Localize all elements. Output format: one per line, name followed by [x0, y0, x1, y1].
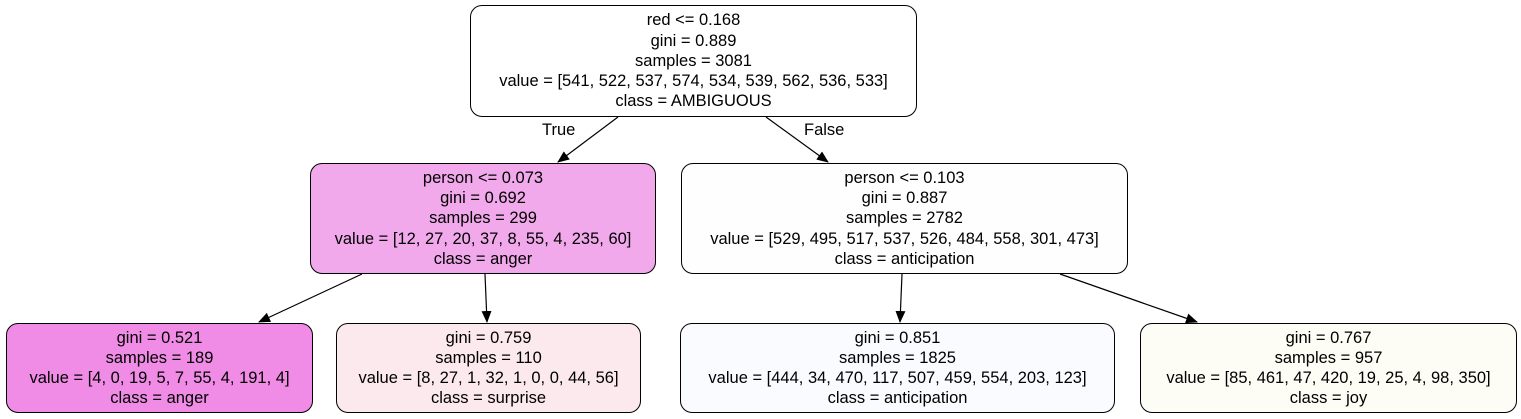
node-class: class = anticipation — [827, 389, 968, 408]
node-gini: gini = 0.767 — [1285, 328, 1372, 347]
node-samples: samples = 189 — [105, 348, 214, 367]
node-class: class = anger — [433, 249, 533, 268]
node-gini: gini = 0.692 — [440, 189, 526, 208]
node-value: value = [4, 0, 19, 5, 7, 55, 4, 191, 4] — [29, 369, 290, 387]
leaf-node-surprise: gini = 0.759 samples = 110 value = [8, 2… — [336, 323, 641, 413]
node-value: value = [541, 522, 537, 574, 534, 539, 5… — [499, 72, 888, 91]
edge-root-to-left — [557, 116, 619, 163]
node-class: class = joy — [1289, 389, 1368, 408]
edge-left-to-leaf-surprise — [481, 273, 492, 323]
edge-label-false: False — [804, 121, 845, 139]
node-samples: samples = 2782 — [846, 209, 963, 228]
leaf-node-anger: gini = 0.521 samples = 189 value = [4, 0… — [6, 323, 313, 413]
node-samples: samples = 299 — [429, 209, 537, 228]
node-split: red <= 0.168 — [646, 11, 741, 30]
edge-label-true: True — [542, 121, 576, 139]
node-class: class = surprise — [430, 389, 547, 408]
edge-right-to-leaf-anticipation — [895, 273, 906, 323]
edge-left-to-leaf-anger — [258, 273, 363, 323]
node-value: value = [85, 461, 47, 420, 19, 25, 4, 98… — [1166, 369, 1491, 387]
node-gini: gini = 0.851 — [854, 328, 941, 347]
node-samples: samples = 110 — [435, 348, 542, 367]
leaf-node-joy: gini = 0.767 samples = 957 value = [85, … — [1140, 323, 1517, 413]
node-class: class = anger — [110, 389, 209, 408]
node-split: person <= 0.073 — [422, 168, 544, 187]
node-samples: samples = 3081 — [635, 51, 752, 70]
node-value: value = [529, 495, 517, 537, 526, 484, 5… — [710, 229, 1099, 248]
edge-root-to-right — [765, 116, 829, 163]
node-gini: gini = 0.889 — [650, 31, 737, 50]
node-gini: gini = 0.759 — [445, 328, 532, 347]
leaf-node-anticipation: gini = 0.851 samples = 1825 value = [444… — [680, 323, 1115, 413]
node-value: value = [12, 27, 20, 37, 8, 55, 4, 235, … — [334, 229, 632, 248]
node-gini: gini = 0.887 — [861, 189, 948, 208]
node-gini: gini = 0.521 — [116, 328, 203, 347]
node-split: person <= 0.103 — [844, 168, 965, 187]
root-node: red <= 0.168 gini = 0.889 samples = 3081… — [470, 5, 917, 117]
node-samples: samples = 957 — [1274, 348, 1383, 367]
node-value: value = [8, 27, 1, 32, 1, 0, 0, 44, 56] — [358, 369, 619, 387]
node-class: class = anticipation — [834, 249, 975, 268]
node-class: class = AMBIGUOUS — [615, 92, 772, 111]
left-split-node: person <= 0.073 gini = 0.692 samples = 2… — [310, 163, 656, 274]
node-samples: samples = 1825 — [839, 348, 956, 367]
node-value: value = [444, 34, 470, 117, 507, 459, 55… — [708, 369, 1087, 387]
right-split-node: person <= 0.103 gini = 0.887 samples = 2… — [681, 163, 1128, 274]
edge-right-to-leaf-joy — [1059, 273, 1198, 324]
